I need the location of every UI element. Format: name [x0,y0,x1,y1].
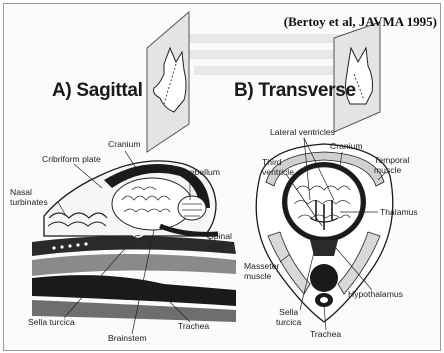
label-trans-cranium: Cranium [330,142,362,152]
label-brainstem: Brainstem [108,334,147,344]
label-temporal-muscle: Temporal muscle [374,156,409,175]
sagittal-title: A) Sagittal [52,80,143,102]
label-trans-sella-turcica: Sella turcica [276,308,301,327]
transverse-title: B) Transverse [234,80,356,102]
label-thalamus: Thalamus [380,208,418,218]
figure-frame: (Bertoy et al, JAVMA 1995) A) Sagittal B… [3,3,441,351]
label-spinal-cord: Spinal cord [208,232,232,251]
transverse-orientation-inset [334,22,380,132]
label-hypothalamus: Hypothalamus [348,290,403,300]
sagittal-orientation-inset [147,12,189,152]
label-masseter-muscle: Masseter muscle [244,262,279,281]
label-cribriform-plate: Cribriform plate [42,155,101,165]
citation: (Bertoy et al, JAVMA 1995) [237,14,437,30]
label-cerebellum: Cerebellum [176,168,220,178]
label-trans-trachea: Trachea [310,330,341,340]
sagittal-section-drawing [32,151,236,334]
label-lateral-ventricles: Lateral ventricles [270,128,335,138]
label-sag-sella-turcica: Sella turcica [28,318,75,328]
label-nasal-turbinates: Nasal turbinates [10,188,48,207]
label-sag-cranium: Cranium [108,140,140,150]
label-third-ventricle: Third ventricle [262,158,294,177]
label-sag-trachea: Trachea [178,322,209,332]
